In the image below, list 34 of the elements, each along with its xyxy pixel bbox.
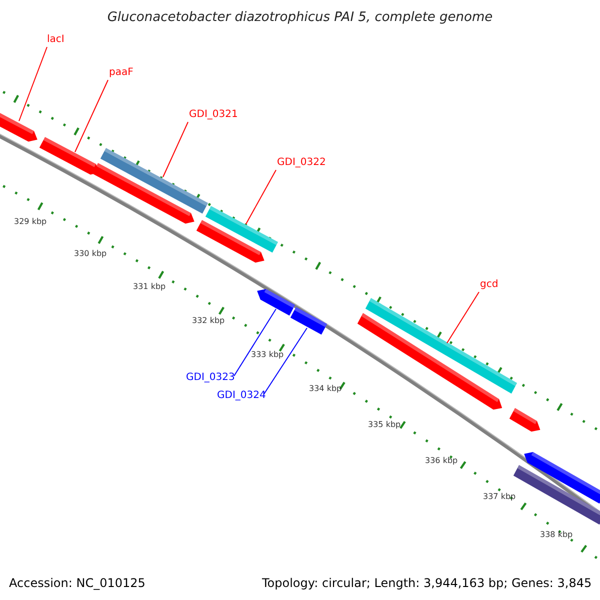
gene-label: gcd [480, 280, 498, 290]
scale-label: 333 kbp [251, 351, 284, 359]
scale-label: 338 kbp [540, 531, 573, 539]
gene-label: paaF [109, 68, 134, 78]
leader-line [234, 308, 276, 376]
leader-line [446, 292, 480, 344]
leader-line [246, 170, 276, 224]
gene-label: GDI_0321 [189, 110, 238, 120]
gene-feature-bar [257, 289, 295, 316]
gene-feature-bar [100, 148, 208, 214]
footer-text: Topology: circular; Length: 3,944,163 bp; Genes: 3,845 [262, 577, 592, 589]
scale-label: 332 kbp [192, 317, 225, 325]
gene-feature-bar [0, 112, 38, 142]
chart-title: Gluconacetobacter diazotrophicus PAI 5, complete genome [106, 11, 494, 24]
gene-feature-bar [365, 298, 517, 394]
leader-line [18, 46, 48, 122]
scale-label: 337 kbp [483, 493, 516, 501]
gene-label: GDI_0322 [277, 158, 326, 168]
scale-label: 330 kbp [74, 250, 107, 258]
gene-label: GDI_0324 [217, 391, 266, 401]
leader-line [74, 80, 108, 152]
scale-label: 329 kbp [14, 218, 47, 226]
scale-label: 331 kbp [133, 283, 166, 291]
scale-label: 334 kbp [309, 385, 342, 393]
scale-label: 336 kbp [425, 457, 458, 465]
footer-text: Accession: NC_010125 [9, 577, 146, 589]
gene-feature-bar [205, 206, 278, 253]
gene-feature-bar [290, 307, 327, 335]
gene-label: GDI_0323 [186, 373, 235, 383]
leader-line [162, 122, 188, 178]
leader-line [264, 328, 308, 394]
gene-label: lacI [47, 35, 64, 45]
gene-feature-bar [39, 137, 100, 175]
scale-label: 335 kbp [368, 421, 401, 429]
